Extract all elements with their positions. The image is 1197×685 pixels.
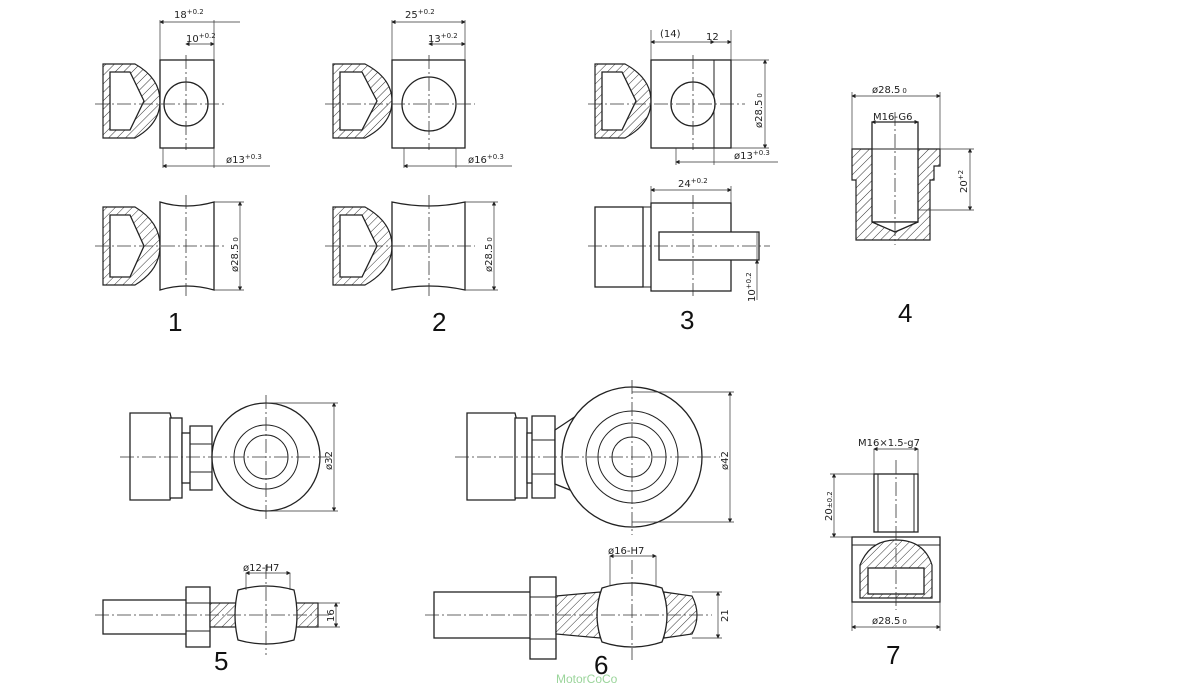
view-3: (14) 12 ø28.50 ø13+0.3 24+0.2 10+0.2 3 (588, 29, 778, 335)
view-1-front: ø28.50 (95, 195, 244, 296)
v3-dim-10: 10+0.2 (745, 272, 758, 302)
view-5-top: ø32 (120, 395, 338, 520)
v5-dim-16: 16 (326, 609, 337, 622)
v1-dim-18: 18+0.2 (174, 8, 204, 21)
v3-dim-24: 24+0.2 (678, 177, 708, 190)
v2-dim-hole: ø16+0.3 (468, 153, 504, 166)
watermark: MotorCoCo (556, 672, 618, 685)
view-2-front: ø28.50 (325, 195, 498, 296)
view-number-7: 7 (886, 640, 900, 670)
v2-dim-13: 13+0.2 (428, 32, 458, 45)
view-6-front: ø16-H7 21 (425, 546, 731, 660)
view-5: ø32 ø12-H7 16 5 (95, 395, 340, 676)
view-number-6: 6 (594, 650, 608, 680)
v1-dim-10: 10+0.2 (186, 32, 216, 45)
v3-dim-12: 12 (706, 32, 719, 43)
view-6: ø42 ø16-H7 21 6 (425, 380, 734, 680)
v6-dim-bore: ø16-H7 (608, 546, 644, 557)
v3-dim-14: (14) (660, 29, 681, 40)
view-1-top: 18+0.2 10+0.2 ø13+0.3 (95, 8, 270, 169)
v7-dim-20: 20±0.2 (824, 491, 835, 521)
v1-dim-hole: ø13+0.3 (226, 153, 262, 166)
view-5-front: ø12-H7 16 (95, 563, 340, 655)
v2-dim-25: 25+0.2 (405, 8, 435, 21)
v5-dim-eye: ø32 (324, 451, 335, 470)
v4-dim-thread: M16-G6 (873, 112, 912, 123)
view-number-1: 1 (168, 307, 182, 337)
v6-dim-21: 21 (720, 609, 731, 622)
view-3-top: (14) 12 ø28.50 ø13+0.3 (588, 29, 778, 165)
v3-dim-hole: ø13+0.3 (734, 149, 770, 162)
view-number-2: 2 (432, 307, 446, 337)
v4-dim-20: 20+2 (957, 170, 970, 193)
view-6-top: ø42 (455, 380, 734, 535)
v2-dim-dia: ø28.50 (484, 237, 495, 272)
v1-dim-dia: ø28.50 (230, 237, 241, 272)
v3-dim-dia: ø28.50 (754, 93, 765, 128)
view-number-3: 3 (680, 305, 694, 335)
view-2-top: 25+0.2 13+0.2 ø16+0.3 (325, 8, 512, 169)
v6-dim-eye: ø42 (720, 451, 731, 470)
view-number-5: 5 (214, 646, 228, 676)
view-2: 25+0.2 13+0.2 ø16+0.3 ø28.50 2 (325, 8, 512, 337)
v5-dim-bore: ø12-H7 (243, 563, 279, 574)
v7-dim-thread: M16×1.5-g7 (858, 438, 920, 449)
view-1: 18+0.2 10+0.2 ø13+0.3 ø28.50 1 (95, 8, 270, 337)
view-number-4: 4 (898, 298, 912, 328)
view-3-front: 24+0.2 10+0.2 (588, 177, 770, 302)
